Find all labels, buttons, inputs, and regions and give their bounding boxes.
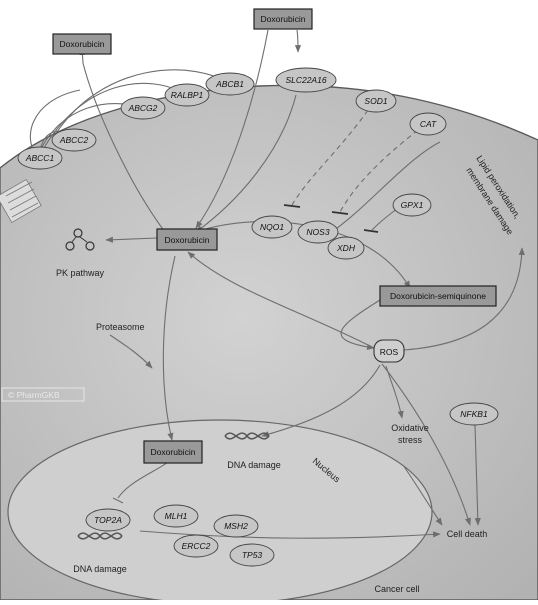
dna-helix-icon xyxy=(224,432,270,440)
ros-label: ROS xyxy=(380,347,399,357)
gene-label: TP53 xyxy=(242,550,263,560)
gene-msh2[interactable]: MSH2 xyxy=(213,514,259,538)
gene-top2a[interactable]: TOP2A xyxy=(85,508,131,532)
dna-damage-nucleus-label: DNA damage xyxy=(73,564,127,574)
drug-label: Doxorubicin xyxy=(151,447,196,457)
gene-tp53[interactable]: TP53 xyxy=(229,543,275,567)
proteasome-label: Proteasome xyxy=(96,322,145,332)
drug-box-center[interactable]: Doxorubicin xyxy=(156,228,218,251)
drug-label: Doxorubicin xyxy=(60,39,105,49)
cell-death-label: Cell death xyxy=(447,529,488,539)
gene-label: MLH1 xyxy=(165,511,188,521)
gene-label: NOS3 xyxy=(306,227,329,237)
drug-box-top-left[interactable]: Doxorubicin xyxy=(52,33,112,55)
gene-label: XDH xyxy=(336,243,356,253)
drug-label: Doxorubicin xyxy=(261,14,306,24)
gene-label: ABCC2 xyxy=(59,135,89,145)
watermark-text: © PharmGKB xyxy=(8,390,60,400)
dna-damage-label: DNA damage xyxy=(227,460,281,470)
gene-nqo1[interactable]: NQO1 xyxy=(251,215,293,239)
gene-ercc2[interactable]: ERCC2 xyxy=(173,534,219,558)
gene-nfkb1[interactable]: NFKB1 xyxy=(449,402,499,426)
drug-box-semiquinone[interactable]: Doxorubicin-semiquinone xyxy=(379,285,497,307)
nucleus xyxy=(7,419,433,605)
gene-abcc2[interactable]: ABCC2 xyxy=(51,128,97,152)
gene-gpx1[interactable]: GPX1 xyxy=(392,193,432,217)
gene-abcg2[interactable]: ABCG2 xyxy=(120,96,166,120)
gene-abcc1[interactable]: ABCC1 xyxy=(17,146,63,170)
gene-label: ERCC2 xyxy=(182,541,211,551)
gene-mlh1[interactable]: MLH1 xyxy=(153,504,199,528)
gene-abcb1[interactable]: ABCB1 xyxy=(205,72,255,96)
membrane-channel-icon xyxy=(0,178,42,224)
gene-label: RALBP1 xyxy=(171,90,204,100)
gene-label: ABCC1 xyxy=(25,153,55,163)
drug-box-nucleus[interactable]: Doxorubicin xyxy=(143,440,203,464)
gene-label: ABCG2 xyxy=(128,103,158,113)
gene-nos3[interactable]: NOS3 xyxy=(297,220,339,244)
gene-slc22a16[interactable]: SLC22A16 xyxy=(275,67,337,93)
drug-label: Doxorubicin-semiquinone xyxy=(390,291,486,301)
pk-pathway-icon xyxy=(65,228,95,251)
watermark: © PharmGKB xyxy=(1,387,85,402)
gene-cat[interactable]: CAT xyxy=(409,112,447,136)
oxidative-stress-label: Oxidative xyxy=(391,423,429,433)
gene-label: SLC22A16 xyxy=(285,75,326,85)
dna-helix-icon-nucleus xyxy=(77,532,123,540)
gene-ralbp1[interactable]: RALBP1 xyxy=(164,83,210,107)
pathway-lines xyxy=(79,29,525,539)
drug-box-top-center[interactable]: Doxorubicin xyxy=(253,8,313,30)
cancer-cell-label: Cancer cell xyxy=(374,584,419,594)
gene-label: CAT xyxy=(420,119,437,129)
gene-label: ABCB1 xyxy=(215,79,244,89)
gene-label: NFKB1 xyxy=(460,409,488,419)
pk-pathway-label: PK pathway xyxy=(56,268,105,278)
gene-label: GPX1 xyxy=(401,200,424,210)
ros-node[interactable]: ROS xyxy=(373,339,405,363)
oxidative-stress-label-2: stress xyxy=(398,435,423,445)
gene-xdh[interactable]: XDH xyxy=(327,236,365,260)
gene-label: NQO1 xyxy=(260,222,284,232)
drug-label: Doxorubicin xyxy=(165,235,210,245)
gene-sod1[interactable]: SOD1 xyxy=(355,89,397,113)
gene-label: TOP2A xyxy=(94,515,122,525)
gene-label: SOD1 xyxy=(364,96,387,106)
gene-label: MSH2 xyxy=(224,521,248,531)
